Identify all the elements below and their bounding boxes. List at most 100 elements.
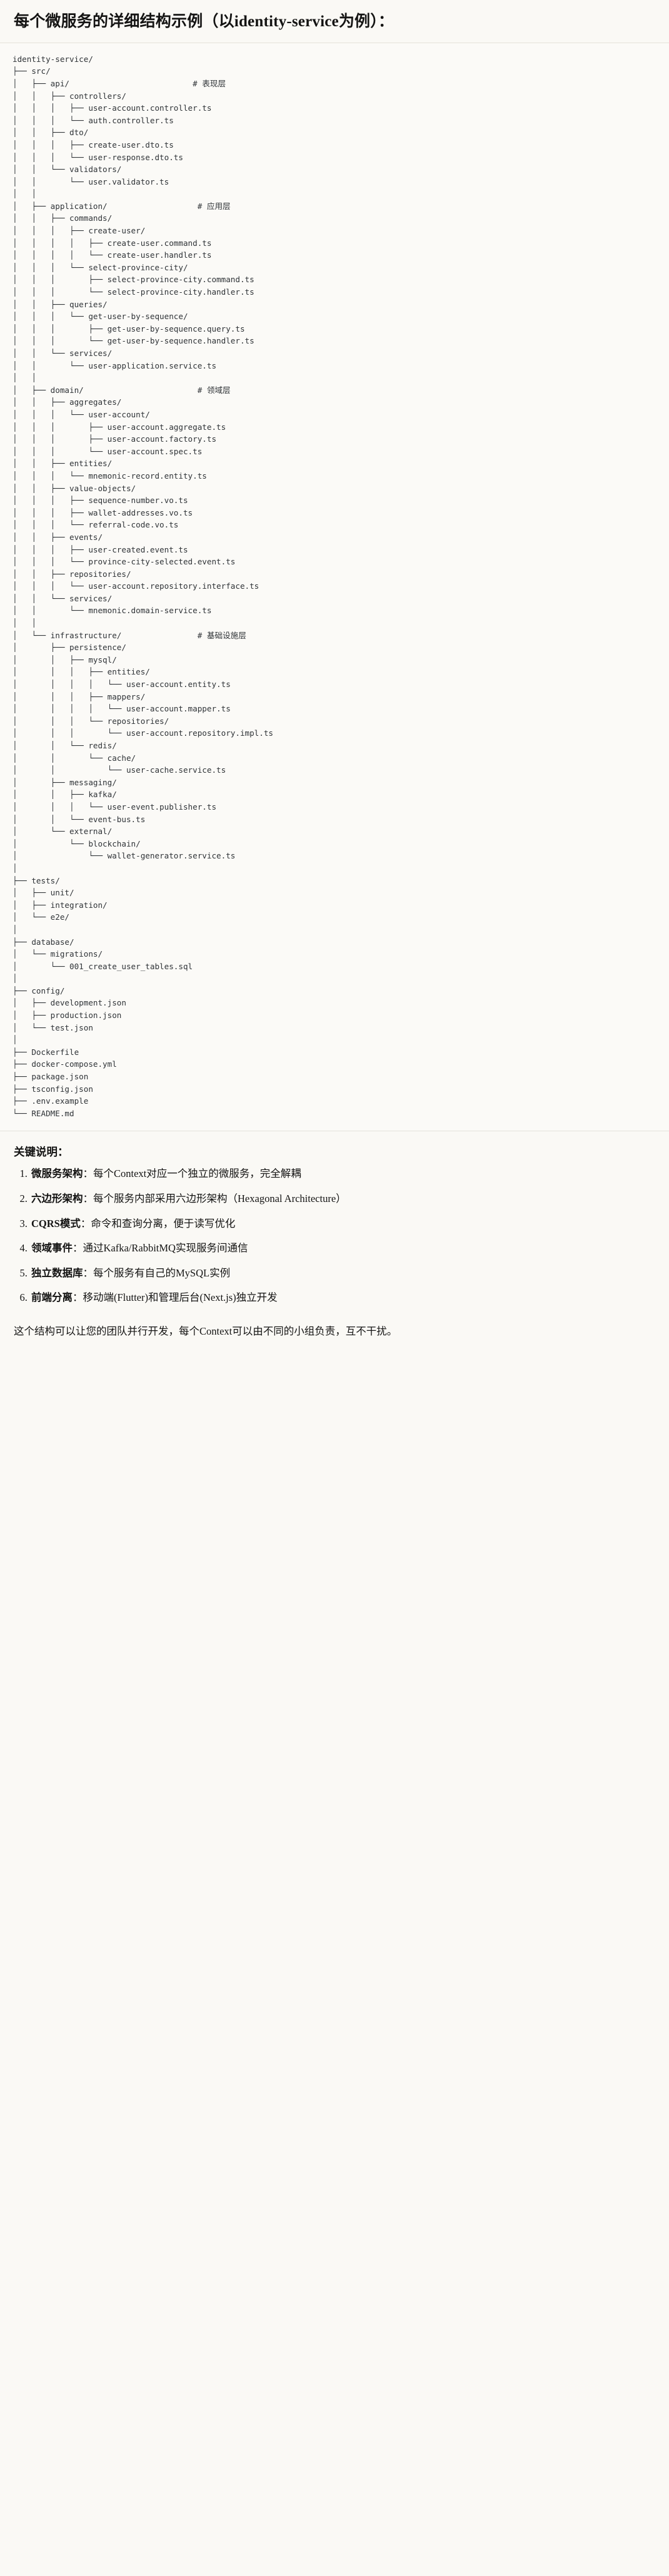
keypoint-description: 每个Context对应一个独立的微服务，完全解耦 <box>93 1168 301 1180</box>
keypoint-separator: ： <box>73 1242 83 1255</box>
tree-line: ├── tsconfig.json <box>13 1084 93 1094</box>
keypoint-item: 前端分离：移动端(Flutter)和管理后台(Next.js)独立开发 <box>30 1290 655 1306</box>
keypoint-item: 领域事件：通过Kafka/RabbitMQ实现服务间通信 <box>30 1240 655 1256</box>
keypoints-list: 微服务架构：每个Context对应一个独立的微服务，完全解耦六边形架构：每个服务… <box>0 1162 669 1318</box>
tree-line: │ │ └── services/ <box>13 593 113 603</box>
tree-line: │ │ │ └── province-city-selected.event.t… <box>13 557 236 567</box>
keypoint-description: 通过Kafka/RabbitMQ实现服务间通信 <box>83 1242 248 1255</box>
tree-line: │ │ └── redis/ <box>13 741 117 750</box>
document-page: 每个微服务的详细结构示例（以identity-service为例）： ident… <box>0 0 669 1356</box>
tree-line: │ └── external/ <box>13 827 113 837</box>
keypoint-separator: ： <box>80 1217 91 1229</box>
tree-line: │ │ │ ├── user-created.event.ts <box>13 544 188 554</box>
tree-line: │ │ │ └── user-account.repository.interf… <box>13 581 259 591</box>
tree-line: │ │ │ │ └── user-account.entity.ts <box>13 680 231 690</box>
keypoint-item: CQRS模式：命令和查询分离，便于读写优化 <box>30 1216 655 1232</box>
tree-line: identity-service/ <box>13 54 93 64</box>
tree-line: │ │ └── user.validator.ts <box>13 176 169 186</box>
tree-layer-comment: # 应用层 <box>197 201 231 211</box>
tree-line: │ └── 001_create_user_tables.sql <box>13 961 193 971</box>
tree-line: │ └── e2e/ <box>13 912 69 922</box>
keypoint-description: 移动端(Flutter)和管理后台(Next.js)独立开发 <box>83 1291 278 1304</box>
closing-paragraph: 这个结构可以让您的团队并行开发，每个Context可以由不同的小组负责，互不干扰… <box>14 1325 398 1337</box>
tree-line: ├── .env.example <box>13 1096 89 1106</box>
tree-line: │ │ │ └── user-event.publisher.ts <box>13 802 217 812</box>
keypoint-term: 独立数据库 <box>31 1266 83 1279</box>
tree-line: │ └── migrations/ <box>13 949 103 959</box>
tree-line: │ <box>13 924 18 934</box>
directory-tree-block: identity-service/ ├── src/ │ ├── api/ # 表现… <box>0 43 669 1131</box>
tree-line: │ │ ├── dto/ <box>13 128 89 138</box>
tree-line: │ │ │ │ ├── create-user.command.ts <box>13 238 212 248</box>
keypoint-item: 独立数据库：每个服务有自己的MySQL实例 <box>30 1265 655 1281</box>
keypoint-term: 六边形架构 <box>31 1192 83 1204</box>
tree-line: │ └── test.json <box>13 1022 93 1032</box>
tree-line: │ ├── api/ # 表现层 <box>13 78 226 88</box>
keypoint-item: 六边形架构：每个服务内部采用六边形架构（Hexagonal Architectu… <box>30 1191 655 1207</box>
tree-line: │ ├── production.json <box>13 1011 122 1021</box>
tree-line: │ ├── domain/ # 领域层 <box>13 385 231 395</box>
keypoint-term: CQRS模式 <box>31 1217 81 1229</box>
tree-line: │ │ ├── mysql/ <box>13 654 117 664</box>
tree-line: │ │ <box>13 618 36 628</box>
tree-line: │ │ ├── aggregates/ <box>13 397 122 407</box>
keypoint-term: 领域事件 <box>31 1242 73 1255</box>
tree-line: │ │ ├── controllers/ <box>13 91 126 101</box>
keypoint-separator: ： <box>83 1192 94 1204</box>
tree-line: │ │ ├── events/ <box>13 532 103 542</box>
keypoint-separator: ： <box>83 1266 94 1279</box>
tree-line: │ │ │ └── select-province-city.handler.t… <box>13 287 254 297</box>
tree-line: │ │ └── user-cache.service.ts <box>13 765 226 775</box>
tree-line: │ └── blockchain/ <box>13 838 141 848</box>
tree-line: │ │ │ ├── create-user.dto.ts <box>13 140 174 150</box>
tree-line: ├── tests/ <box>13 875 60 885</box>
tree-line: │ │ ├── queries/ <box>13 299 108 309</box>
tree-line: ├── package.json <box>13 1072 89 1082</box>
tree-line: │ │ │ └── get-user-by-sequence/ <box>13 312 188 322</box>
keypoint-item: 微服务架构：每个Context对应一个独立的微服务，完全解耦 <box>30 1166 655 1182</box>
tree-line: │ │ │ │ └── user-account.mapper.ts <box>13 704 231 714</box>
tree-layer-comment: # 表现层 <box>193 78 226 88</box>
tree-line: │ │ └── validators/ <box>13 165 122 175</box>
tree-line: │ <box>13 974 18 984</box>
tree-line: │ │ ├── value-objects/ <box>13 483 136 493</box>
keypoint-separator: ： <box>73 1291 83 1304</box>
tree-line: │ <box>13 1035 18 1045</box>
keypoint-separator: ： <box>83 1168 94 1180</box>
tree-line: │ │ │ ├── sequence-number.vo.ts <box>13 496 188 506</box>
tree-line: │ │ └── cache/ <box>13 753 136 763</box>
tree-line: │ ├── unit/ <box>13 888 74 898</box>
tree-line: │ │ │ ├── user-account.factory.ts <box>13 434 217 444</box>
keypoint-description: 命令和查询分离，便于读写优化 <box>91 1217 236 1229</box>
tree-line: │ │ │ └── referral-code.vo.ts <box>13 520 179 530</box>
tree-line: ├── src/ <box>13 66 51 76</box>
tree-line: ├── docker-compose.yml <box>13 1059 117 1069</box>
tree-line: │ │ └── user-application.service.ts <box>13 360 217 370</box>
tree-line: │ │ │ └── repositories/ <box>13 716 169 726</box>
tree-line: │ └── wallet-generator.service.ts <box>13 851 236 861</box>
tree-line: │ │ │ ├── mappers/ <box>13 691 146 701</box>
tree-line: │ │ │ ├── get-user-by-sequence.query.ts <box>13 323 245 333</box>
tree-line: │ ├── messaging/ <box>13 777 117 787</box>
page-title: 每个微服务的详细结构示例（以identity-service为例）： <box>14 13 395 30</box>
keypoint-description: 每个服务有自己的MySQL实例 <box>93 1266 231 1279</box>
tree-line: │ │ <box>13 189 36 199</box>
tree-line: │ │ │ └── select-province-city/ <box>13 262 188 272</box>
tree-line: ├── config/ <box>13 985 65 995</box>
tree-line: │ <box>13 863 18 873</box>
tree-line: ├── Dockerfile <box>13 1047 79 1057</box>
tree-line: │ │ └── event-bus.ts <box>13 814 146 824</box>
tree-line: │ │ │ ├── wallet-addresses.vo.ts <box>13 507 193 517</box>
tree-line: │ ├── integration/ <box>13 900 108 910</box>
tree-line: ├── database/ <box>13 937 74 947</box>
tree-line: │ └── infrastructure/ # 基础设施层 <box>13 630 246 640</box>
tree-line: │ │ │ ├── user-account.aggregate.ts <box>13 422 226 432</box>
tree-line: │ │ │ ├── entities/ <box>13 667 150 677</box>
tree-line: │ │ │ └── get-user-by-sequence.handler.t… <box>13 336 254 346</box>
tree-line: │ │ │ ├── user-account.controller.ts <box>13 103 212 113</box>
keypoint-term: 微服务架构 <box>31 1168 83 1180</box>
tree-line: │ │ │ └── user-response.dto.ts <box>13 152 183 162</box>
tree-line: │ ├── persistence/ <box>13 643 126 653</box>
tree-line: │ │ │ └── user-account.repository.impl.t… <box>13 728 274 738</box>
tree-line: │ │ │ └── mnemonic-record.entity.ts <box>13 471 207 481</box>
